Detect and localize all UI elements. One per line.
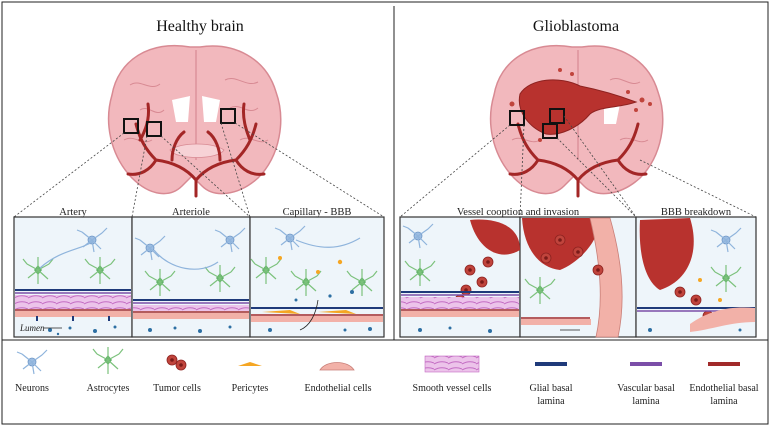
vessel-cooption-panel-content xyxy=(401,219,520,333)
title-healthy-brain: Healthy brain xyxy=(156,18,244,35)
panel-label-capillary: Capillary - BBB xyxy=(283,207,352,218)
endothelial-cell-legend-icon xyxy=(319,362,355,371)
legend-glial-basal-lamina-line2: lamina xyxy=(537,396,565,407)
legend-endothelial-basal-lamina-line1: Endothelial basal xyxy=(689,383,758,394)
vessel-invasion-panel-content xyxy=(521,217,623,338)
pericyte-legend-icon xyxy=(238,362,262,366)
cooption-zoom-box-1 xyxy=(509,110,525,126)
panel-label-vessel-cooption: Vessel cooption and invasion xyxy=(457,207,580,218)
legend-vascular-basal-lamina-line1: Vascular basal xyxy=(617,383,675,394)
lumen-label: Lumen xyxy=(19,323,45,333)
artery-zoom-box xyxy=(123,118,139,134)
arteriole-zoom-box xyxy=(146,121,162,137)
bbb-breakdown-panel-content xyxy=(637,218,755,332)
legend-endothelial-basal-lamina-line2: lamina xyxy=(710,396,738,407)
legend-endothelial-cells: Endothelial cells xyxy=(305,383,372,394)
capillary-zoom-box xyxy=(220,108,236,124)
title-glioblastoma: Glioblastoma xyxy=(533,18,619,35)
endothelial-basal-lamina-legend-icon xyxy=(708,362,740,366)
glioblastoma-zoom-lines xyxy=(399,115,757,218)
legend-glial-basal-lamina-line1: Glial basal xyxy=(529,383,572,394)
capillary-panel-content xyxy=(250,225,383,332)
healthy-brain-illustration xyxy=(107,45,282,198)
panel-label-artery: Artery xyxy=(59,207,87,218)
glioblastoma-brain-illustration xyxy=(489,45,664,198)
legend: Neurons Astrocytes Tumor cells Pericytes… xyxy=(15,346,759,407)
panel-label-arteriole: Arteriole xyxy=(172,207,210,218)
healthy-zoom-lines xyxy=(13,122,385,218)
legend-vascular-basal-lamina-line2: lamina xyxy=(632,396,660,407)
artery-panel-content: Lumen xyxy=(15,227,131,336)
legend-smooth-vessel-cells: Smooth vessel cells xyxy=(413,383,492,394)
bbb-zoom-box xyxy=(542,123,558,139)
vascular-basal-lamina-legend-icon xyxy=(630,362,662,366)
legend-astrocytes: Astrocytes xyxy=(87,383,130,394)
legend-tumor-cells: Tumor cells xyxy=(153,383,201,394)
legend-pericytes: Pericytes xyxy=(232,383,269,394)
panel-label-bbb-breakdown: BBB breakdown xyxy=(661,207,732,218)
legend-neurons: Neurons xyxy=(15,383,49,394)
smooth-vessel-legend-icon xyxy=(424,355,480,373)
glial-basal-lamina-legend-icon xyxy=(535,362,567,366)
arteriole-panel-content xyxy=(133,227,249,333)
